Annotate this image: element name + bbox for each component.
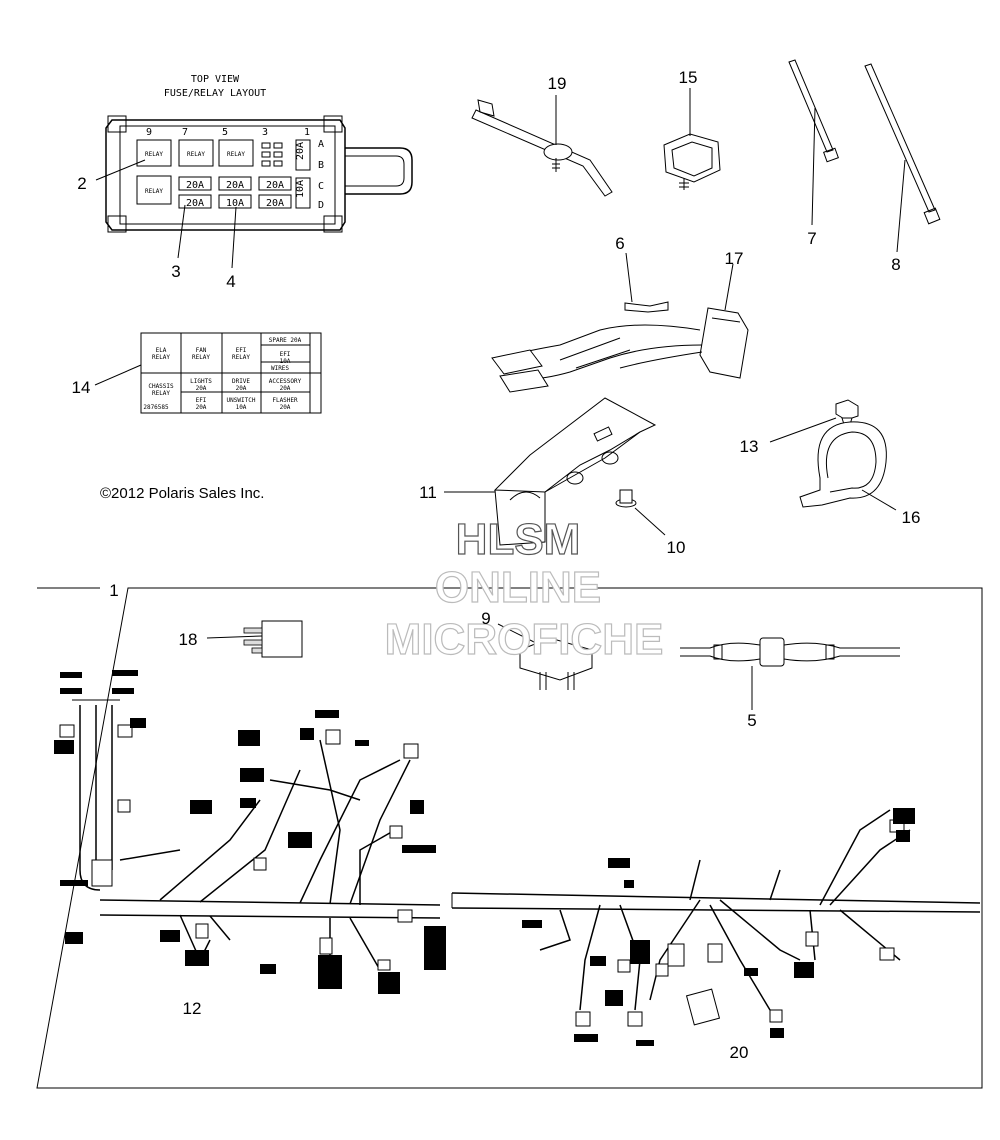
callout-13: 13 — [740, 437, 759, 456]
callout-4: 4 — [226, 272, 235, 291]
side-fuse-bottom: 10A — [295, 180, 306, 198]
fuse-c1: 20A — [186, 180, 204, 191]
fuse-d1: 20A — [186, 198, 204, 209]
callout-numbers: 1 2 3 4 5 6 7 8 9 10 11 12 13 14 15 16 1… — [72, 68, 921, 1062]
connector-clip — [663, 88, 721, 190]
watermark-line3: MICROFICHE — [385, 615, 664, 664]
wiring-harness-rear — [451, 808, 981, 1046]
relay-label: RELAY — [145, 151, 163, 158]
column-number-5: 5 — [222, 127, 228, 138]
callout-5: 5 — [747, 711, 756, 730]
relay-label: RELAY — [145, 188, 163, 195]
wiring-harness-front — [54, 670, 446, 994]
fuse-box-title-line1: TOP VIEW — [191, 74, 240, 85]
inline-fuse-holder — [680, 637, 900, 710]
watermark-line2: ONLINE — [435, 563, 601, 612]
fuse-box-title-line2: FUSE/RELAY LAYOUT — [164, 88, 266, 99]
main-harness-frame — [36, 587, 983, 1089]
decal-wires: WIRES — [271, 365, 289, 372]
tie-strap-short — [788, 59, 839, 226]
callout-14: 14 — [72, 378, 91, 397]
callout-7: 7 — [807, 229, 816, 248]
watermark-line1: HLSM — [456, 515, 581, 564]
callout-16: 16 — [902, 508, 921, 527]
fuse-box: TOP VIEW FUSE/RELAY LAYOUT 9 7 5 3 1 REL… — [95, 74, 413, 269]
callout-3: 3 — [171, 262, 180, 281]
decal-spare: SPARE 20A — [269, 337, 302, 344]
callout-15: 15 — [679, 68, 698, 87]
callout-6: 6 — [615, 234, 624, 253]
decal-part-number: 2876585 — [143, 404, 169, 411]
circuit-breaker — [497, 623, 593, 690]
callout-9: 9 — [481, 609, 490, 628]
callout-8: 8 — [891, 255, 900, 274]
fuse-d2: 10A — [226, 198, 244, 209]
fuse-c3: 20A — [266, 180, 284, 191]
watermark: HLSM ONLINE MICROFICHE — [384, 514, 664, 664]
p-clamp — [799, 421, 897, 511]
callout-11: 11 — [419, 483, 437, 502]
callout-20: 20 — [730, 1043, 749, 1062]
copyright-notice: ©2012 Polaris Sales Inc. — [100, 485, 264, 502]
fuse-d3: 20A — [266, 198, 284, 209]
row-letter-c: C — [318, 181, 324, 192]
mounting-bracket — [444, 397, 657, 546]
callout-1: 1 — [109, 581, 118, 600]
cable-tie-mount — [471, 95, 613, 197]
relay-label: RELAY — [187, 151, 205, 158]
callout-10: 10 — [667, 538, 686, 557]
fuse-c2: 20A — [226, 180, 244, 191]
column-number-7: 7 — [182, 127, 188, 138]
callout-17: 17 — [725, 249, 744, 268]
column-number-1: 1 — [304, 127, 310, 138]
callout-18: 18 — [179, 630, 198, 649]
relay-label: RELAY — [227, 151, 245, 158]
callout-2: 2 — [77, 174, 86, 193]
relay-part — [206, 620, 303, 658]
row-letter-d: D — [318, 200, 324, 211]
relay-harness-assembly — [491, 252, 749, 393]
column-number-3: 3 — [262, 127, 268, 138]
row-letter-b: B — [318, 160, 324, 171]
tie-strap-long — [864, 63, 941, 253]
side-fuse-top: 20A — [295, 142, 306, 160]
push-rivet — [615, 489, 666, 536]
column-number-9: 9 — [146, 127, 152, 138]
callout-19: 19 — [548, 74, 567, 93]
row-letter-a: A — [318, 139, 324, 150]
callout-12: 12 — [183, 999, 202, 1018]
